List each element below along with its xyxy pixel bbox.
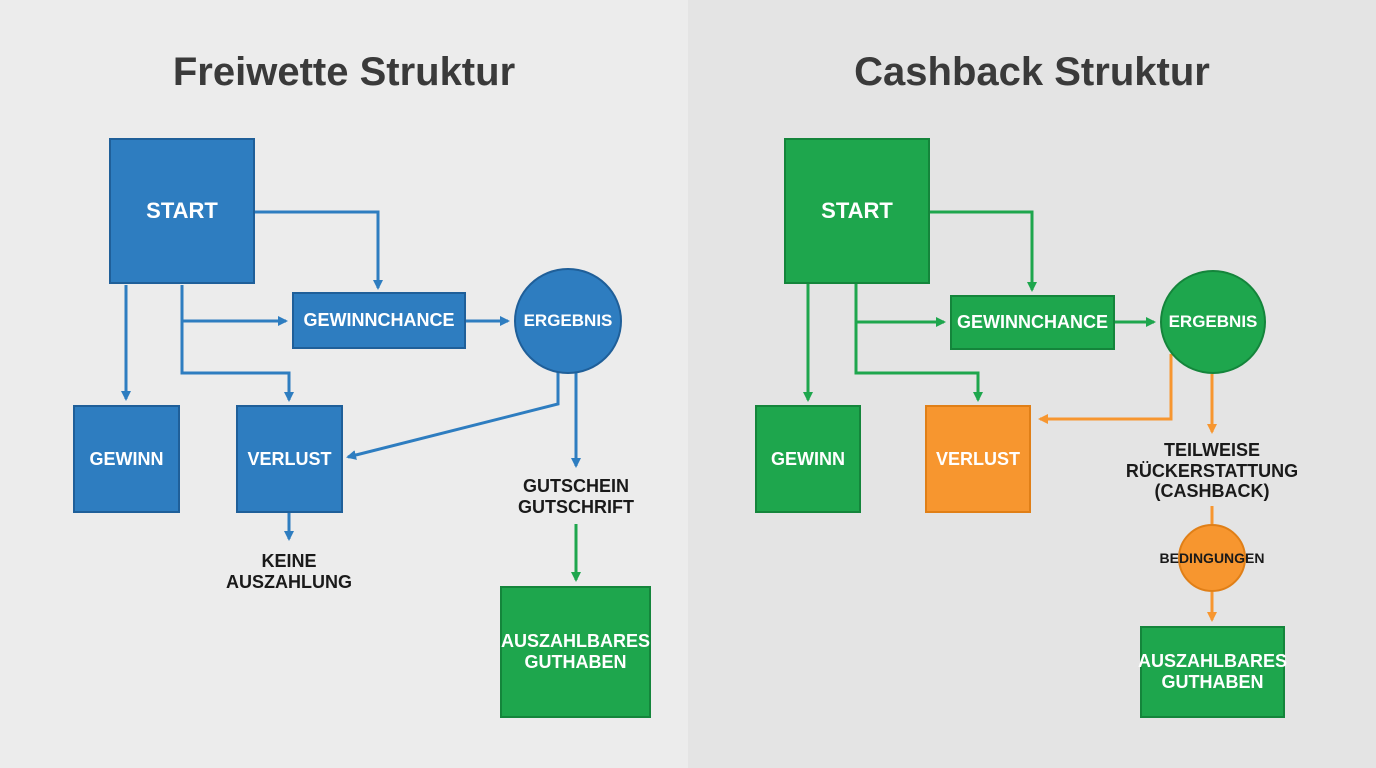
refund-label: TEILWEISE RÜCKERSTATTUNG (CASHBACK) xyxy=(1125,440,1299,502)
balance-node-label: AUSZAHLBARES GUTHABEN xyxy=(501,631,651,672)
conditions-node-label: BEDINGUNGEN xyxy=(1159,549,1265,566)
start-node: START xyxy=(109,138,255,284)
cashback-title: Cashback Struktur xyxy=(854,50,1210,94)
chance-node-cashback: GEWINNCHANCE xyxy=(950,295,1115,350)
balance-node-cashback: AUSZAHLBARES GUTHABEN xyxy=(1138,626,1288,718)
freiwette-title: Freiwette Struktur xyxy=(172,50,516,94)
arrow-start-to-loss-cb xyxy=(854,322,983,402)
loss-node: VERLUST xyxy=(236,405,343,513)
start-node-cashback: START xyxy=(784,138,930,284)
start-node-label: START xyxy=(146,198,218,224)
arrow-start-to-chance-top xyxy=(255,210,383,290)
result-node-label: ERGEBNIS xyxy=(523,311,613,331)
arrow-start-to-chance-side xyxy=(180,285,288,326)
no-payout-label: KEINE AUSZAHLUNG xyxy=(226,551,352,592)
win-node: GEWINN xyxy=(73,405,180,513)
arrow-result-to-loss-cb xyxy=(1038,354,1173,424)
win-node-label: GEWINN xyxy=(89,448,164,469)
result-node-cashback-label: ERGEBNIS xyxy=(1168,312,1258,332)
start-node-cashback-label: START xyxy=(821,198,893,224)
balance-node-cashback-label: AUSZAHLBARES GUTHABEN xyxy=(1138,651,1288,692)
arrow-start-to-chance-top-cb xyxy=(930,210,1037,292)
chance-node-cashback-label: GEWINNCHANCE xyxy=(957,312,1108,333)
win-node-cashback-label: GEWINN xyxy=(771,448,845,469)
arrow-result-to-loss xyxy=(346,370,560,460)
freiwette-panel: Freiwette Struktur xyxy=(0,0,688,768)
arrow-start-to-chance-side-cb xyxy=(854,284,946,327)
loss-node-cashback: VERLUST xyxy=(925,405,1031,513)
balance-node: AUSZAHLBARES GUTHABEN xyxy=(500,586,651,718)
result-node-cashback: ERGEBNIS xyxy=(1160,270,1266,374)
chance-node-label: GEWINNCHANCE xyxy=(303,310,455,331)
voucher-label: GUTSCHEIN GUTSCHRIFT xyxy=(518,476,634,517)
conditions-node: BEDINGUNGEN xyxy=(1160,524,1265,592)
loss-node-label: VERLUST xyxy=(247,448,332,469)
win-node-cashback: GEWINN xyxy=(755,405,861,513)
arrow-start-to-loss xyxy=(180,321,294,402)
result-node: ERGEBNIS xyxy=(514,268,622,374)
chance-node: GEWINNCHANCE xyxy=(292,292,466,349)
loss-node-cashback-label: VERLUST xyxy=(935,448,1020,469)
